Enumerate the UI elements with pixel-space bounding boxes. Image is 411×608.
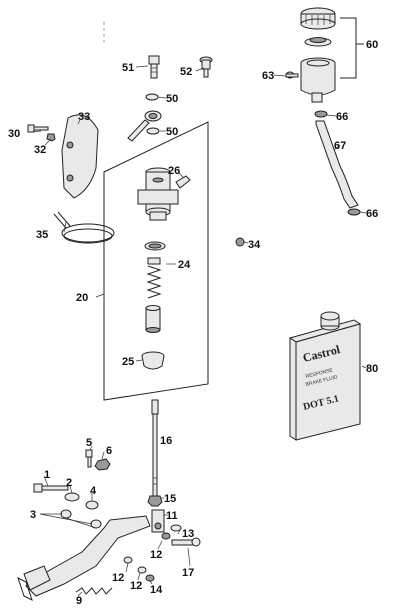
callout-15: 15 bbox=[164, 493, 176, 505]
callout-80: 80 bbox=[366, 363, 378, 375]
clevis bbox=[151, 509, 165, 533]
callout-labels: 1 2 3 4 5 6 9 11 12 12 12 13 14 15 16 17… bbox=[8, 39, 378, 607]
push-rod bbox=[151, 399, 159, 497]
bleed-screw bbox=[199, 56, 213, 78]
callout-12-a: 12 bbox=[150, 549, 162, 561]
callout-16: 16 bbox=[160, 435, 172, 447]
sealing-washer-upper bbox=[145, 93, 159, 101]
callout-12-b: 12 bbox=[112, 572, 124, 584]
callout-52: 52 bbox=[180, 66, 192, 78]
heel-guard bbox=[61, 114, 99, 199]
callout-3: 3 bbox=[30, 509, 36, 521]
dust-boot bbox=[141, 351, 165, 370]
cotter-pin bbox=[161, 532, 171, 540]
callout-66-a: 66 bbox=[336, 111, 348, 123]
banjo-bolt bbox=[148, 55, 160, 79]
callout-6: 6 bbox=[106, 445, 112, 457]
callout-33: 33 bbox=[78, 111, 90, 123]
callout-60: 60 bbox=[366, 39, 378, 51]
callout-50-b: 50 bbox=[166, 126, 178, 138]
banjo-fitting bbox=[127, 110, 162, 142]
hose bbox=[315, 120, 359, 209]
guard-nut bbox=[46, 133, 56, 142]
leader-lines bbox=[29, 65, 367, 597]
callout-11: 11 bbox=[166, 510, 178, 522]
callout-17: 17 bbox=[182, 567, 194, 579]
hose-clamp-top bbox=[314, 110, 328, 118]
callout-32: 32 bbox=[34, 144, 46, 156]
lower-washers bbox=[123, 556, 155, 582]
callout-30: 30 bbox=[8, 128, 20, 140]
callout-1: 1 bbox=[44, 469, 50, 481]
stop-nut bbox=[94, 458, 111, 471]
reservoir-body bbox=[300, 57, 336, 103]
callout-51: 51 bbox=[122, 62, 134, 74]
callout-5: 5 bbox=[86, 437, 92, 449]
reservoir-diaphragm bbox=[304, 37, 332, 47]
callout-14: 14 bbox=[150, 584, 163, 596]
rubber-grommet bbox=[235, 237, 245, 247]
callout-35: 35 bbox=[36, 229, 48, 241]
sealing-washer-lower bbox=[146, 127, 160, 135]
reservoir-screw bbox=[285, 71, 299, 79]
callout-26: 26 bbox=[168, 165, 180, 177]
hose-clamp-bottom bbox=[347, 208, 361, 216]
pedal-pivot-bolt bbox=[33, 483, 69, 493]
group-bracket bbox=[340, 17, 357, 79]
brake-pedal bbox=[17, 515, 151, 601]
callout-9: 9 bbox=[76, 595, 82, 607]
callout-12-c: 12 bbox=[130, 580, 142, 592]
cable-tie bbox=[53, 211, 115, 244]
pivot-washer bbox=[64, 492, 80, 502]
master-cylinder-group-frame bbox=[103, 121, 209, 401]
callout-63: 63 bbox=[262, 70, 274, 82]
reservoir-cap bbox=[300, 7, 336, 30]
return-spring-pedal bbox=[75, 587, 113, 595]
pedal-stop-bolt bbox=[85, 449, 93, 468]
callout-4: 4 bbox=[90, 485, 97, 497]
callout-20: 20 bbox=[76, 292, 88, 304]
return-spring bbox=[146, 257, 162, 299]
callout-25: 25 bbox=[122, 356, 134, 368]
callout-24: 24 bbox=[178, 259, 191, 271]
callout-50-a: 50 bbox=[166, 93, 178, 105]
callout-66-b: 66 bbox=[366, 208, 378, 220]
brake-fluid-can: Castrol RESPONSE BRAKE FLUID DOT 5.1 bbox=[288, 311, 362, 441]
clevis-pin bbox=[171, 537, 201, 547]
piston bbox=[145, 305, 161, 333]
callout-13: 13 bbox=[182, 528, 194, 540]
callout-2: 2 bbox=[66, 477, 72, 489]
callout-67: 67 bbox=[334, 140, 346, 152]
push-rod-nut bbox=[147, 495, 163, 507]
bleeder-nipple bbox=[175, 175, 191, 189]
pin-washer bbox=[170, 524, 182, 532]
master-cylinder-body bbox=[137, 167, 179, 221]
callout-34: 34 bbox=[248, 239, 261, 251]
seal-ring bbox=[144, 241, 166, 251]
pivot-bushing bbox=[85, 500, 99, 510]
